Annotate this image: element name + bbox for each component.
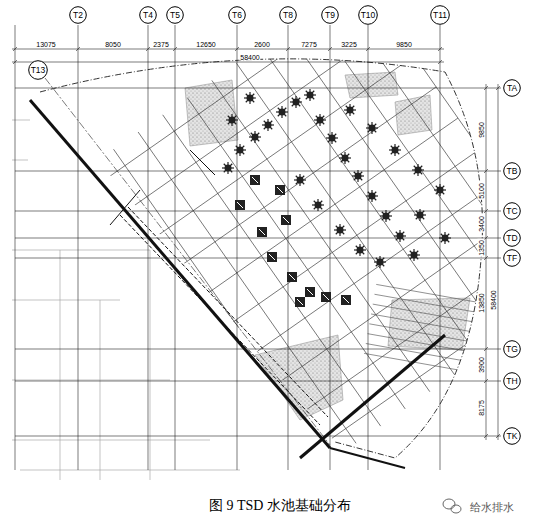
axis-bubble: T4 (139, 6, 157, 24)
axis-bubble: T5 (166, 6, 184, 24)
axis-label: TC (506, 207, 517, 216)
dimension-text: 2375 (152, 41, 170, 48)
dimension-text: 13850 (478, 292, 485, 313)
axis-label: TD (506, 234, 517, 243)
column-symbol (235, 175, 351, 307)
axis-label: T9 (325, 11, 335, 20)
axis-bubble: TD (503, 229, 521, 247)
tree-symbol (222, 89, 451, 268)
dimension-text: 3400 (478, 215, 485, 233)
dimension-line (12, 47, 500, 440)
axis-label: T10 (361, 11, 376, 20)
axis-label: TH (506, 377, 517, 386)
axis-label: TB (507, 167, 518, 176)
axis-grid-line (15, 25, 501, 470)
watermark-icon (443, 499, 461, 513)
axis-bubble: T6 (228, 6, 246, 24)
axis-bubble: T9 (321, 6, 339, 24)
axis-label: T2 (73, 11, 83, 20)
dimension-text: 7275 (300, 41, 318, 48)
dimension-text: 8175 (478, 399, 485, 417)
dimension-text: 58400 (490, 289, 497, 310)
axis-label: T8 (283, 11, 293, 20)
axis-bubble: TK (503, 427, 521, 445)
axis-label: T6 (232, 11, 242, 20)
dimension-text: 9850 (395, 41, 413, 48)
axis-bubble: T13 (28, 60, 48, 80)
axis-bubble: T10 (358, 5, 378, 25)
dimension-text: 12650 (195, 41, 216, 48)
axis-label: TG (506, 345, 518, 354)
axis-bubble: TB (503, 162, 521, 180)
pipe-wall (30, 100, 445, 468)
axis-bubble: T11 (430, 5, 450, 25)
dimension-text: 1350 (478, 239, 485, 257)
dimension-text: 3900 (478, 356, 485, 374)
axis-label: TA (507, 84, 517, 93)
axis-bubble: T8 (279, 6, 297, 24)
site-boundary (40, 59, 482, 458)
adjacent-building-outline (12, 120, 240, 480)
dimension-text: 5100 (478, 182, 485, 200)
axis-bubble: TH (503, 372, 521, 390)
axis-label: T13 (31, 66, 46, 75)
dimension-text: 2600 (253, 41, 271, 48)
watermark: 给水排水 (469, 502, 515, 513)
axis-bubble: TF (503, 249, 521, 267)
axis-bubble: TA (503, 79, 521, 97)
axis-label: T4 (143, 11, 153, 20)
axis-label: T5 (170, 11, 180, 20)
hatched-zone (185, 72, 470, 420)
axis-label: TF (507, 254, 517, 263)
axis-bubble: TC (503, 202, 521, 220)
axis-bubble: T2 (69, 6, 87, 24)
dimension-text: 13075 (35, 41, 56, 48)
dimension-text: 58400 (239, 54, 260, 61)
axis-label: T11 (433, 11, 447, 20)
dimension-text: 8050 (104, 41, 122, 48)
axis-bubble: TG (503, 340, 521, 358)
dimension-text: 3225 (340, 41, 358, 48)
axis-label: TK (507, 432, 518, 441)
foundation-grid (89, 0, 536, 478)
figure-caption: 图 9 TSD 水池基础分布 (209, 498, 351, 515)
dimension-text: 9850 (478, 121, 485, 139)
